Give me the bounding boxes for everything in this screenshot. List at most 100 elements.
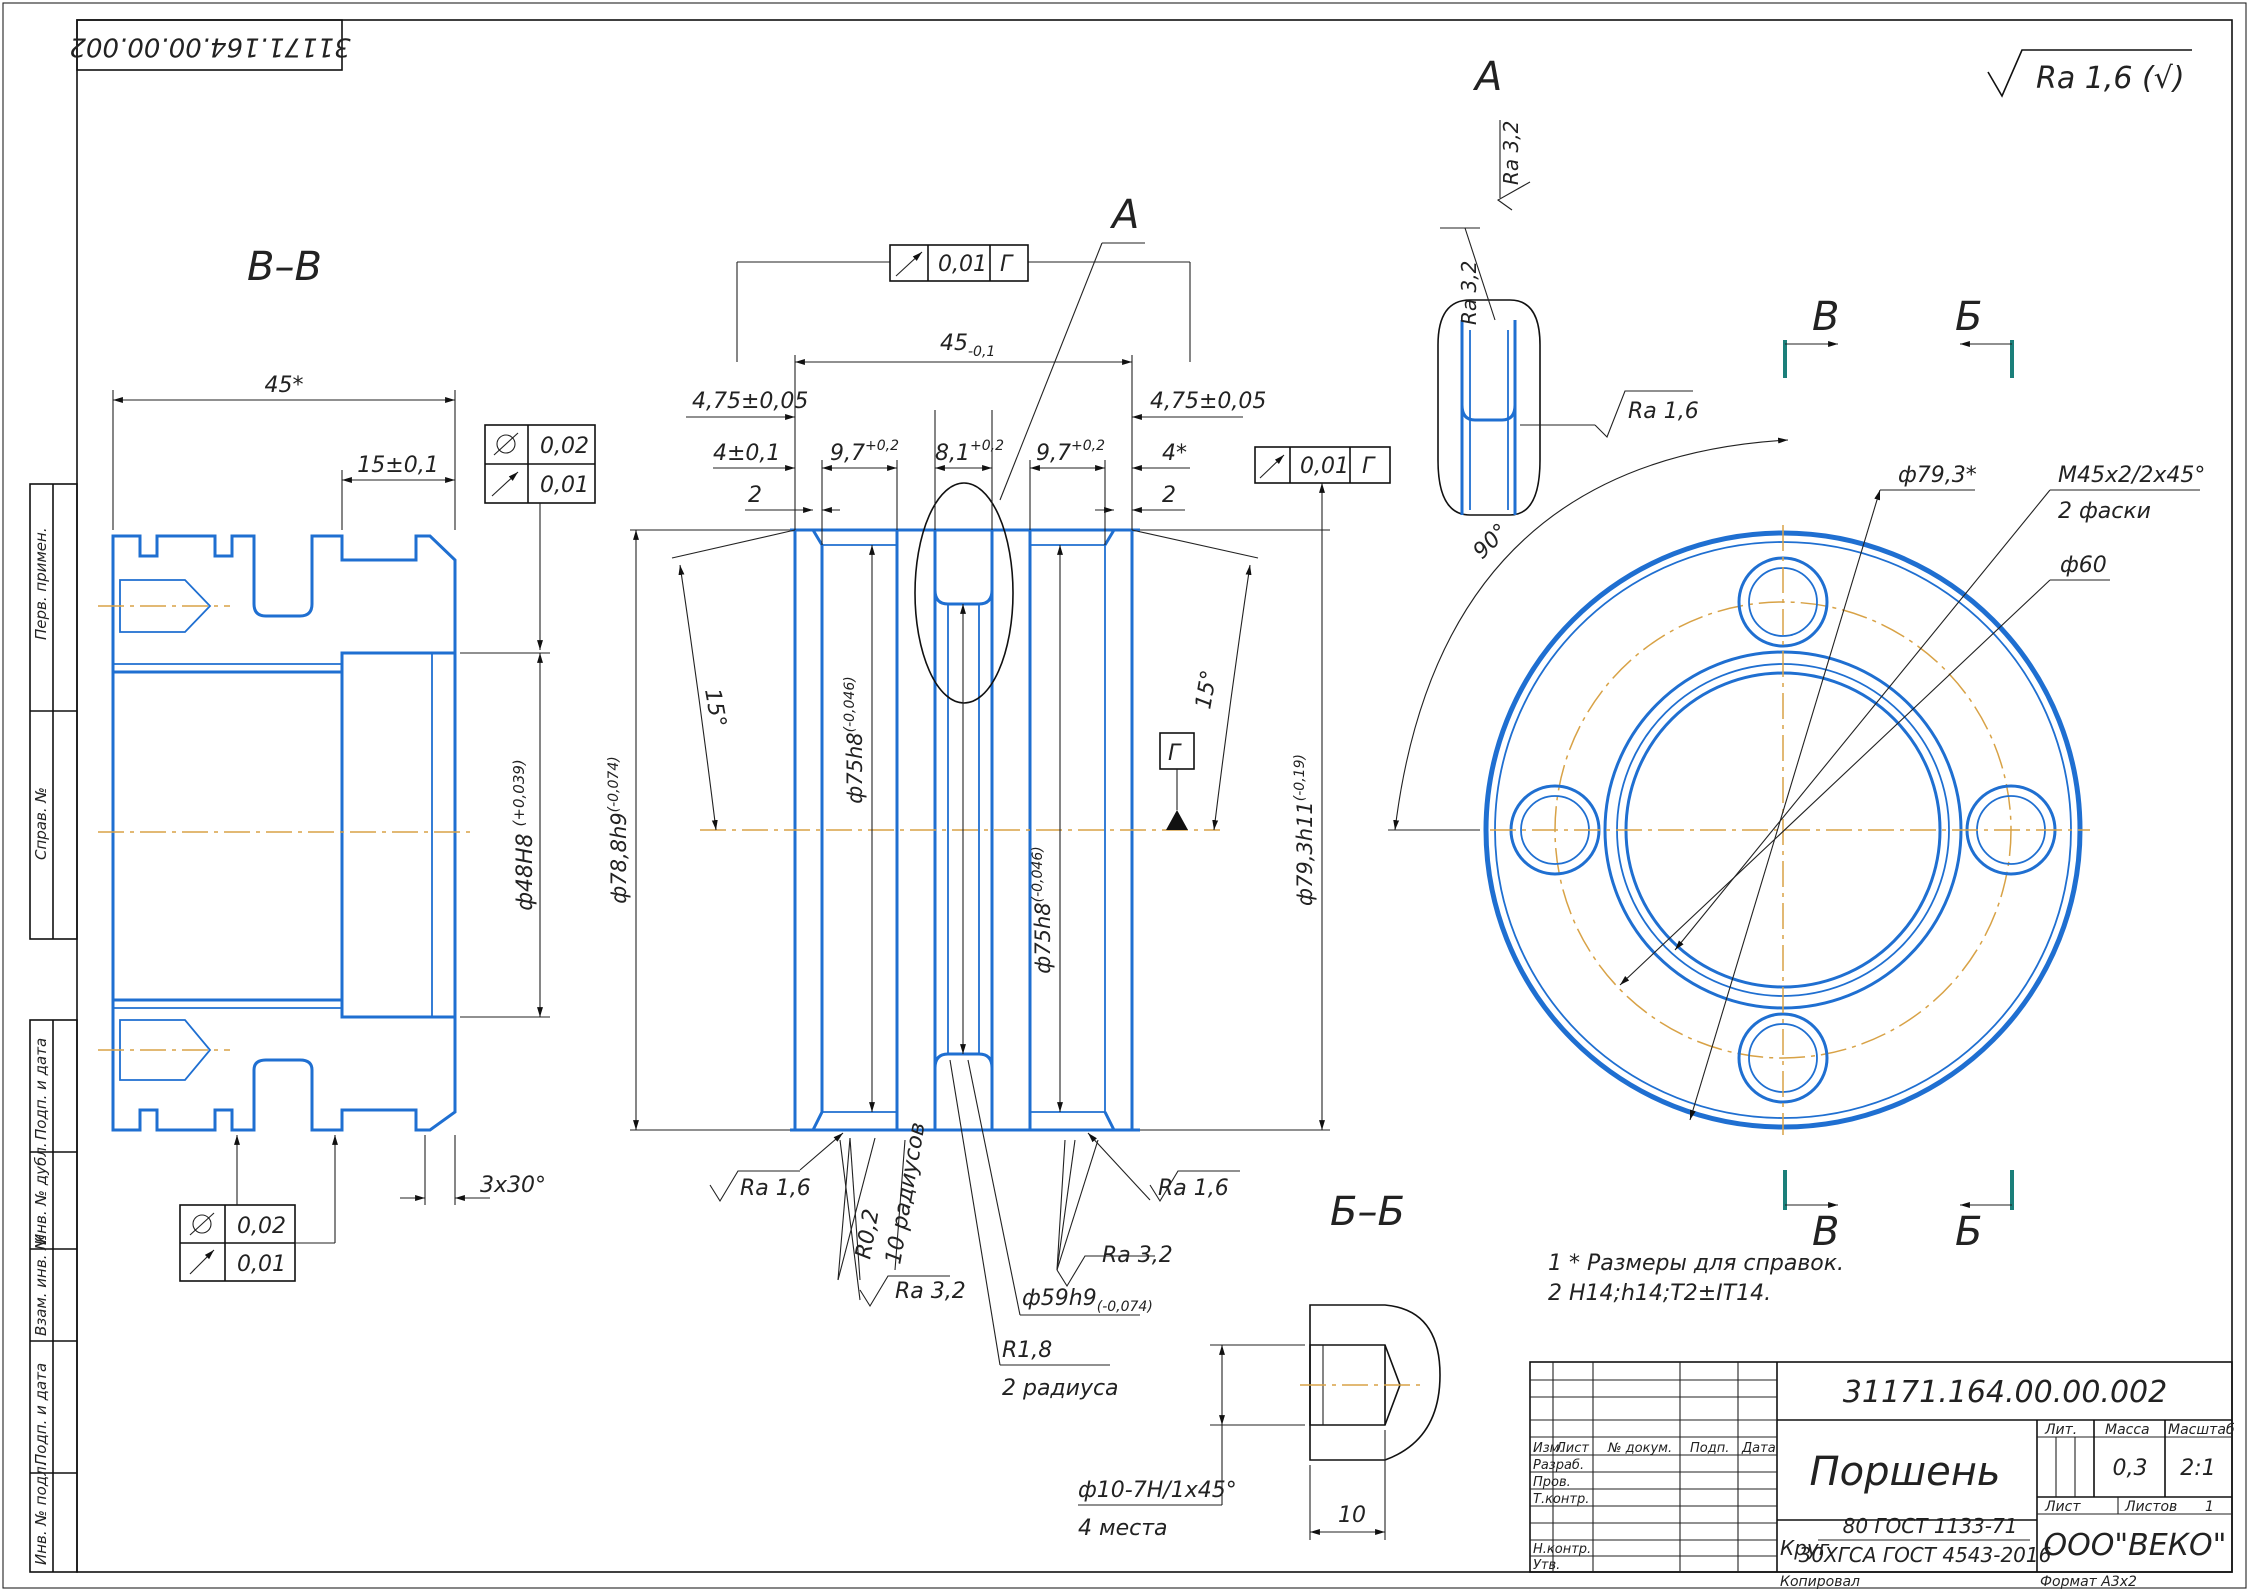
dim-overall: 45* — [265, 373, 304, 398]
tb-col-izm: Изм. — [1533, 1441, 1564, 1456]
view-a-ra-top: Ra 3,2 — [1499, 121, 1523, 185]
tb-company: ООО"ВЕКО" — [2044, 1528, 2227, 1563]
frame-bottom-1-value: 0,02 — [237, 1214, 286, 1239]
right-end-view: В Б В Б ф79,3* M45x2/2x45° 2 фаски ф60 9… — [1388, 294, 2205, 1255]
runout-frame-center: 0,01 Г — [889, 244, 1029, 282]
tb-hdr-lit: Лит. — [2044, 1422, 2077, 1438]
general-roughness-text: Ra 1,6 (√) — [2036, 61, 2185, 96]
dim-475-right: 4,75±0,05 — [1150, 389, 1266, 414]
stamp-sprav: Справ. № — [32, 787, 50, 860]
dim-10: 10 — [1338, 1503, 1366, 1528]
tb-col-list: Лист — [1555, 1441, 1589, 1456]
tb-material-2: 30ХГСА ГОСТ 4543-2016 — [1799, 1543, 2052, 1567]
runout-frame-top: 0,02 0,01 — [484, 424, 596, 650]
view-a-title: А — [1472, 54, 1502, 100]
tb-col-date: Дата — [1741, 1441, 1776, 1456]
runout-frame-bottom: 0,02 0,01 — [179, 1135, 338, 1282]
left-section-view: 45* 15±0,1 ф48H8 (+0,039) 0,02 0,01 0, — [98, 373, 596, 1282]
frame-right-value: 0,01 — [1300, 454, 1349, 479]
dim-step: 15±0,1 — [357, 453, 438, 478]
ra-32-a: Ra 3,2 — [895, 1279, 966, 1304]
tb-format: Формат А3х2 — [2040, 1574, 2137, 1590]
tb-doc-number: 31171.164.00.00.002 — [1843, 1375, 2167, 1410]
chamfer-3x30: 3x30° — [480, 1173, 546, 1198]
r18: R1,8 — [1002, 1338, 1052, 1363]
datum-g: Г — [1168, 741, 1182, 766]
cut-b-bottom: Б — [1955, 1209, 1982, 1255]
frame-center-value: 0,01 — [938, 252, 987, 277]
dim-2-left: 2 — [748, 483, 762, 508]
tb-massa: 0,3 — [2113, 1456, 2148, 1481]
ra-left: Ra 1,6 — [740, 1176, 811, 1201]
stamp-inv-dubl: Инв. № дубл. — [32, 1142, 50, 1245]
ra-right: Ra 1,6 — [1158, 1176, 1229, 1201]
stamp-perv-primen: Перв. примен. — [32, 527, 50, 640]
tb-part-name: Поршень — [1810, 1449, 2001, 1495]
rotated-doc-number: 31171.164.00.00.002 — [69, 32, 350, 62]
section-bb: 10 ф10-7H/1x45° 4 места — [1078, 1304, 1441, 1541]
runout-frame-right: 0,01 Г — [1254, 446, 1391, 484]
tb-material-1: 80 ГОСТ 1133-71 — [1843, 1514, 2018, 1538]
general-roughness: Ra 1,6 (√) — [1987, 49, 2192, 98]
frame-right-datum: Г — [1362, 454, 1376, 479]
frame-bottom-2-value: 0,01 — [237, 1252, 286, 1277]
ra-32-b: Ra 3,2 — [1102, 1243, 1173, 1268]
stamp-podp-data-2: Подп. и дата — [32, 1363, 50, 1465]
dia-793: ф79,3h11(-0,19) — [1292, 754, 1317, 906]
view-a-ra-right: Ra 1,6 — [1628, 399, 1699, 424]
stamp-podp-data-1: Подп. и дата — [32, 1038, 50, 1140]
frame-center-datum: Г — [1000, 252, 1014, 277]
dim-475-left: 4,75±0,05 — [692, 389, 808, 414]
tb-row-prov: Пров. — [1533, 1475, 1571, 1490]
center-view: А 0,01 Г 45-0,1 4,75±0,05 4,75±0,05 4±0,… — [606, 192, 1391, 1401]
tb-listov: 1 — [2205, 1499, 2214, 1515]
rotated-doc-number-box: 31171.164.00.00.002 — [69, 19, 351, 71]
section-vv-title: В–В — [247, 244, 322, 290]
dim-97-right: 9,7+0,2 — [1036, 438, 1105, 466]
dim-bore: ф48H8 (+0,039) — [510, 759, 538, 911]
dim-4-left: 4±0,1 — [713, 441, 780, 466]
cut-v-top: В — [1812, 294, 1839, 340]
dim-2-right: 2 — [1162, 483, 1176, 508]
r02: R0,2 — [851, 1207, 884, 1261]
dim-97-left: 9,7+0,2 — [830, 438, 899, 466]
thread-note: 2 фаски — [2058, 499, 2151, 524]
dia-60: ф60 — [2060, 553, 2107, 578]
frame-top-1-value: 0,02 — [540, 434, 589, 459]
tb-hdr-massa: Масса — [2105, 1422, 2150, 1438]
frame-top-2-value: 0,01 — [540, 473, 589, 498]
dia-788: ф78,8h9(-0,074) — [606, 756, 631, 903]
sheet-frame — [76, 19, 2233, 1573]
right-dia-793: ф79,3* — [1898, 463, 1977, 488]
view-a-callout: А — [1109, 192, 1139, 238]
tb-kopiroval: Копировал — [1780, 1574, 1860, 1590]
r18-note: 2 радиуса — [1002, 1376, 1119, 1401]
r02-note: 10 радиусов — [881, 1120, 931, 1266]
tb-hdr-masshtab: Масштаб — [2168, 1422, 2235, 1438]
bb-hole: ф10-7H/1x45° — [1078, 1478, 1237, 1503]
tb-row-nkontr: Н.контр. — [1533, 1542, 1591, 1557]
dia-75-b: ф75h8(-0,046) — [1030, 846, 1055, 973]
stamp-vzam-inv: Взам. инв. № — [32, 1234, 50, 1336]
view-a-ra-left: Ra 3,2 — [1457, 261, 1481, 325]
angle-left: 15° — [699, 687, 730, 730]
tb-col-doc: № докум. — [1607, 1441, 1672, 1456]
note-2: 2 H14;h14;T2±IT14. — [1548, 1281, 1771, 1306]
dim-45: 45-0,1 — [940, 331, 995, 360]
tb-listov-label: Листов — [2124, 1499, 2177, 1515]
cut-v-bottom: В — [1812, 1209, 1839, 1255]
thread: M45x2/2x45° — [2058, 463, 2205, 488]
tb-masshtab: 2:1 — [2180, 1456, 2215, 1481]
side-stamp: Перв. примен. Справ. № Подп. и дата Инв.… — [29, 483, 78, 1573]
dia-59: ф59h9(-0,074) — [1022, 1286, 1153, 1315]
tb-row-razrab: Разраб. — [1533, 1458, 1584, 1473]
tb-row-utv: Утв. — [1533, 1558, 1560, 1573]
view-a: Ra 3,2 Ra 3,2 Ra 1,6 — [1437, 120, 1699, 516]
note-1: 1 * Размеры для справок. — [1548, 1251, 1844, 1276]
stamp-inv-podl: Инв. № подл. — [32, 1462, 50, 1565]
tb-col-podp: Подп. — [1690, 1441, 1729, 1456]
section-bb-title: Б–Б — [1330, 1189, 1405, 1235]
title-block: Изм. Лист № докум. Подп. Дата Разраб. Пр… — [1529, 1361, 2235, 1590]
